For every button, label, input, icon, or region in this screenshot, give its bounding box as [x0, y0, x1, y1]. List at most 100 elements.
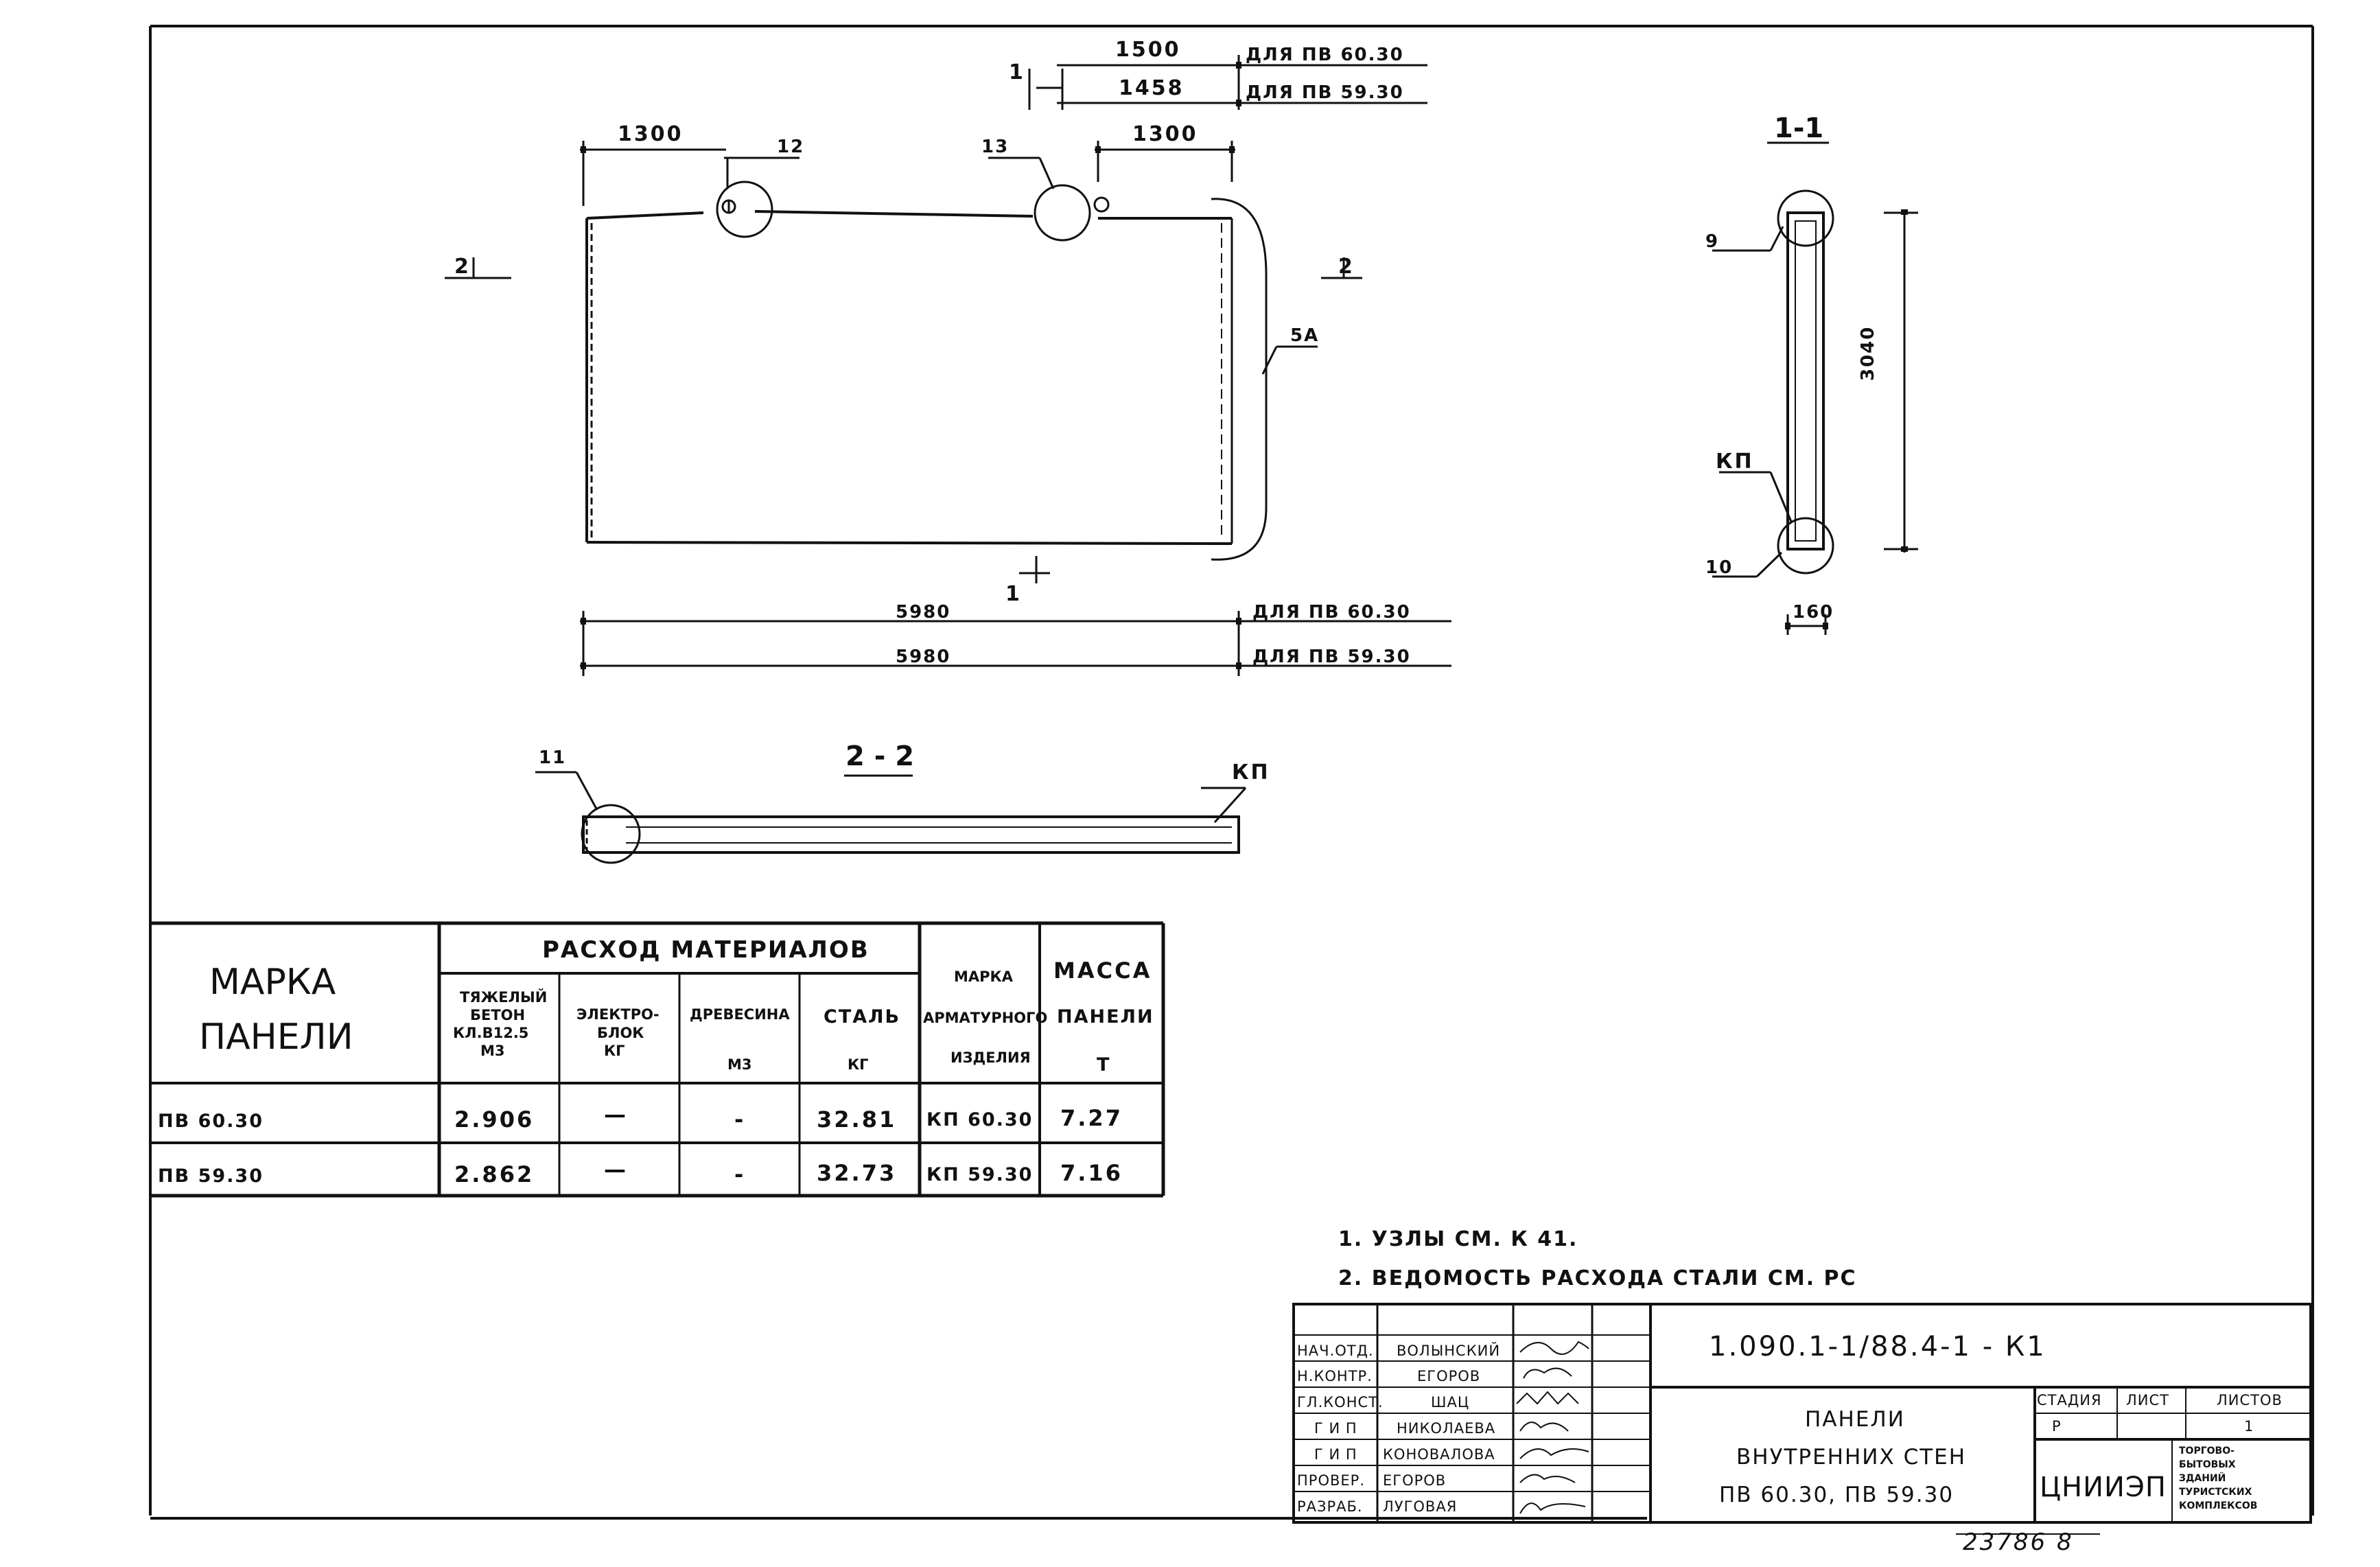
cell-mark: ПВ 60.30	[158, 1111, 264, 1132]
title-line-1: ПАНЕЛИ	[1805, 1407, 1905, 1432]
name-shats: ШАЦ	[1431, 1394, 1469, 1411]
org-desc-1: ТОРГОВО-	[2179, 1446, 2235, 1456]
materials-table: МАРКА ПАНЕЛИ РАСХОД МАТЕРИАЛОВ ТЯЖЕЛЫЙ Б…	[158, 936, 1154, 1187]
stage-label: СТАДИЯ	[2037, 1392, 2102, 1408]
header-rebar-2: АРМАТУРНОГО	[923, 1010, 1047, 1026]
role-checked: ПРОВЕР.	[1297, 1472, 1365, 1489]
callout-12: 12	[777, 137, 804, 157]
cut-mark-left: 2	[454, 255, 471, 279]
name-konovalova: КОНОВАЛОВА	[1383, 1446, 1495, 1463]
dim-5980-a-note: ДЛЯ ПВ 60.30	[1252, 602, 1411, 623]
callout-5a: 5А	[1290, 325, 1319, 346]
cell-steel: 32.81	[817, 1106, 896, 1133]
cell-mass: 7.27	[1060, 1105, 1123, 1131]
cell-wood: -	[734, 1106, 745, 1133]
name-nikolaeva: НИКОЛАЕВА	[1397, 1420, 1495, 1437]
sheets-label: ЛИСТОВ	[2217, 1392, 2283, 1408]
dim-5980-b-note: ДЛЯ ПВ 59.30	[1252, 647, 1411, 667]
header-concrete-1: ТЯЖЕЛЫЙ	[460, 988, 547, 1006]
callout-13: 13	[981, 137, 1009, 157]
section-2-2-title: 2 - 2	[845, 741, 914, 772]
cell-rebar: КП 59.30	[926, 1164, 1033, 1185]
header-wood-2: М3	[727, 1056, 752, 1073]
header-electro-2: БЛОК	[597, 1025, 644, 1041]
dim-1500: 1500	[1115, 38, 1181, 62]
header-concrete-2: БЕТОН	[470, 1007, 525, 1023]
header-wood-1: ДРЕВЕСИНА	[690, 1006, 790, 1023]
org-desc-3: ЗДАНИЙ	[2179, 1472, 2226, 1484]
header-mass-2: ПАНЕЛИ	[1057, 1006, 1154, 1028]
role-gip-1: Г И П	[1314, 1420, 1357, 1437]
organization-name: ЦНИИЭП	[2040, 1472, 2167, 1503]
panel-elevation	[445, 55, 1451, 676]
section-1-1-drawing	[1712, 141, 1918, 635]
cell-mass: 7.16	[1060, 1160, 1123, 1186]
header-mass-3: Т	[1097, 1054, 1110, 1076]
cell-rebar: КП 60.30	[926, 1109, 1033, 1130]
name-egorov-1: ЕГОРОВ	[1417, 1368, 1480, 1384]
header-electro-3: КГ	[604, 1043, 625, 1059]
dim-5980-a: 5980	[896, 602, 950, 623]
header-mass-1: МАССА	[1053, 957, 1152, 984]
table-row: ПВ 60.30 2.906 — - 32.81 КП 60.30 7.27	[158, 1102, 1123, 1133]
dim-5980-b: 5980	[896, 647, 950, 667]
dim-1458-note: ДЛЯ ПВ 59.30	[1246, 82, 1404, 103]
callout-9: 9	[1705, 231, 1719, 252]
header-mark-line1: МАРКА	[209, 962, 336, 1003]
header-concrete-3: КЛ.В12.5	[453, 1025, 528, 1041]
table-row: ПВ 59.30 2.862 — - 32.73 КП 59.30 7.16	[158, 1157, 1123, 1187]
title-line-3: ПВ 60.30, ПВ 59.30	[1719, 1483, 1954, 1507]
cell-concrete: 2.862	[454, 1161, 534, 1187]
callout-10: 10	[1705, 557, 1733, 578]
role-developed: РАЗРАБ.	[1297, 1498, 1363, 1515]
role-norm-control: Н.КОНТР.	[1297, 1368, 1373, 1384]
org-desc-5: КОМПЛЕКСОВ	[2179, 1500, 2257, 1511]
materials-table-grid	[150, 921, 1165, 1198]
dim-1458: 1458	[1119, 76, 1185, 100]
header-concrete-4: М3	[480, 1043, 505, 1059]
sheets-value: 1	[2244, 1418, 2254, 1435]
header-rebar-3: ИЗДЕЛИЯ	[950, 1049, 1031, 1066]
dimension-ticks	[581, 62, 1908, 669]
sheet-label: ЛИСТ	[2126, 1392, 2169, 1408]
cell-electro: —	[604, 1102, 628, 1128]
cell-steel: 32.73	[817, 1160, 896, 1186]
org-desc-2: БЫТОВЫХ	[2179, 1459, 2236, 1470]
cell-mark: ПВ 59.30	[158, 1165, 264, 1187]
dim-1500-note: ДЛЯ ПВ 60.30	[1246, 45, 1404, 65]
header-steel-2: КГ	[848, 1056, 869, 1073]
dim-160: 160	[1793, 602, 1834, 623]
callout-kp-2: КП	[1232, 761, 1270, 785]
title-block-grid	[1292, 1303, 2312, 1524]
dim-3040: 3040	[1858, 326, 1878, 381]
section-2-2-drawing	[535, 771, 1247, 864]
cell-wood: -	[734, 1161, 745, 1187]
header-steel-1: СТАЛЬ	[824, 1006, 900, 1028]
cell-concrete: 2.906	[454, 1106, 534, 1133]
sheet-frame	[149, 25, 2314, 1520]
role-gip-2: Г И П	[1314, 1446, 1357, 1463]
title-line-2: ВНУТРЕННИХ СТЕН	[1736, 1445, 1966, 1470]
role-head-dept: НАЧ.ОТД.	[1297, 1343, 1374, 1359]
name-egorov-2: ЕГОРОВ	[1383, 1472, 1446, 1489]
callout-11: 11	[539, 747, 566, 768]
cut-mark-right: 2	[1338, 255, 1355, 279]
header-mark-line2: ПАНЕЛИ	[199, 1017, 353, 1058]
header-electro-1: ЭЛЕКТРО-	[576, 1006, 660, 1023]
cell-electro: —	[604, 1157, 628, 1183]
section-1-1-title: 1-1	[1774, 113, 1823, 144]
note-2: 2. ВЕДОМОСТЬ РАСХОДА СТАЛИ СМ. РС	[1338, 1266, 1857, 1290]
dim-1300-right: 1300	[1132, 122, 1198, 146]
stage-value: Р	[2052, 1418, 2062, 1435]
note-1: 1. УЗЛЫ СМ. К 41.	[1338, 1227, 1578, 1251]
name-volynsky: ВОЛЫНСКИЙ	[1397, 1342, 1500, 1359]
signatures	[1516, 1340, 1589, 1514]
name-lugovaya: ЛУГОВАЯ	[1383, 1498, 1457, 1515]
dim-1300-left: 1300	[618, 122, 684, 146]
dim-small-offset: 1	[1009, 60, 1025, 84]
document-code: 1.090.1-1/88.4-1 - К1	[1709, 1331, 2046, 1362]
callout-kp-1: КП	[1716, 450, 1754, 474]
org-desc-4: ТУРИСТСКИХ	[2179, 1487, 2252, 1498]
